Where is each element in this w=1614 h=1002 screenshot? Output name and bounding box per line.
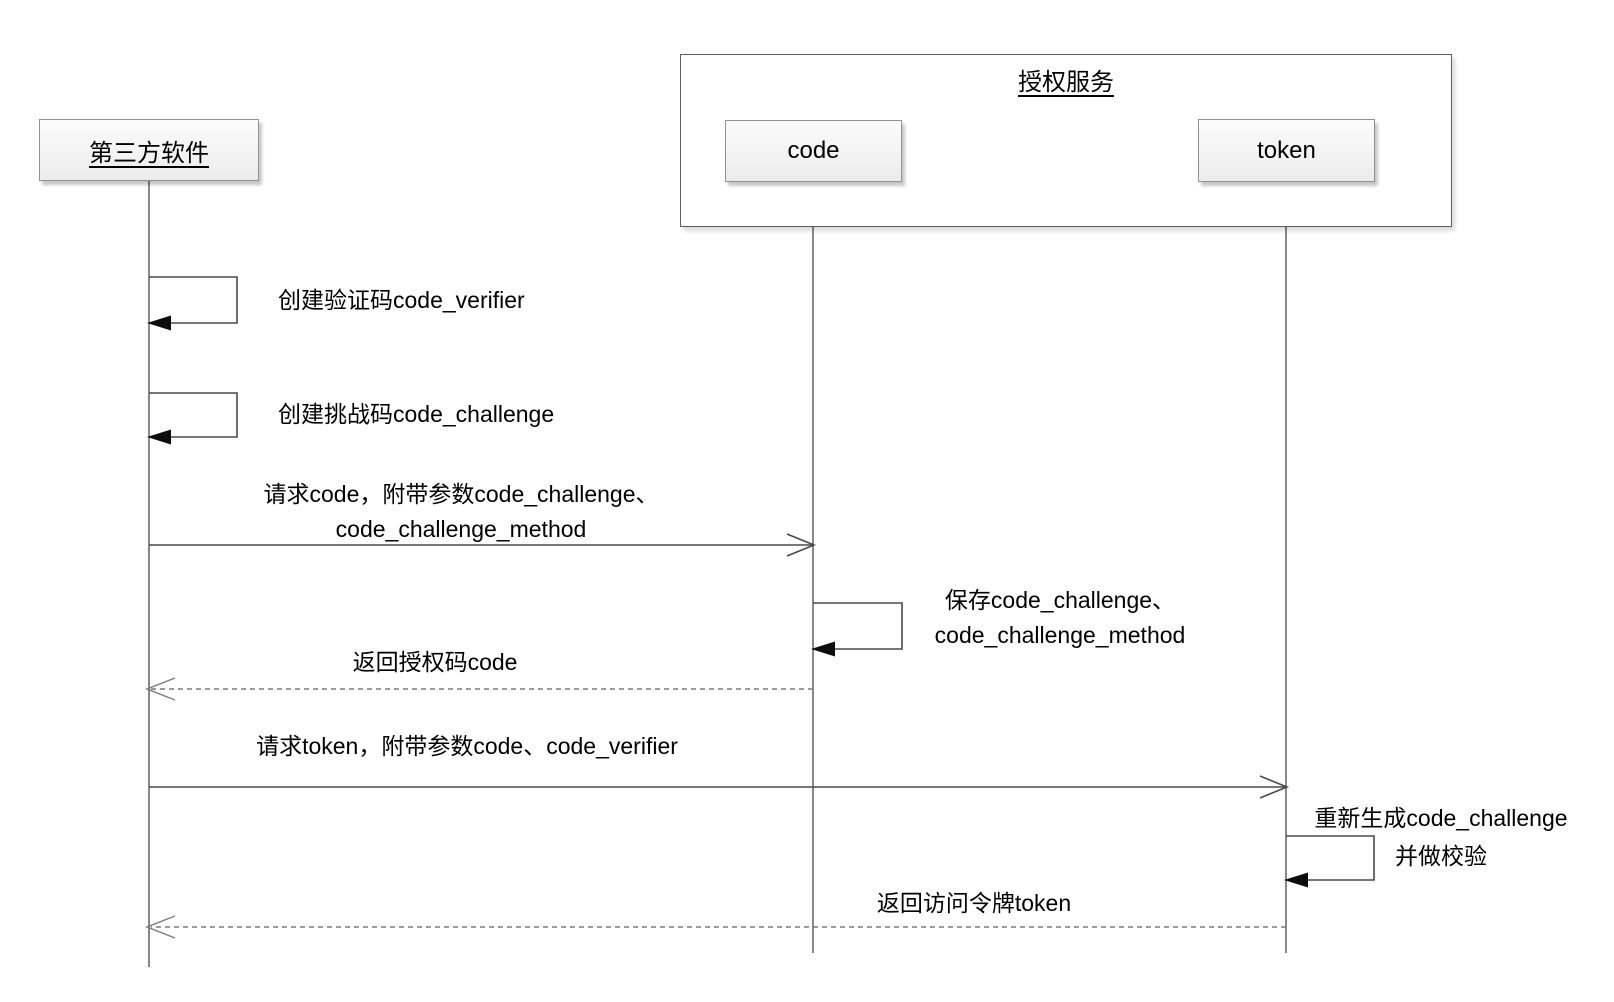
verify-challenge-arrowhead-icon	[1284, 872, 1308, 888]
message-label-verify-challenge-line2: 并做校验	[1395, 843, 1487, 869]
participant-client-box: 第三方软件	[39, 119, 259, 181]
auth-service-title: 授权服务	[1018, 69, 1114, 96]
message-label-create-verifier: 创建验证码code_verifier	[278, 287, 525, 313]
message-label-request-code: 请求code，附带参数code_challenge、 code_challeng…	[221, 477, 701, 547]
message-label-request-code-line2: code_challenge_method	[335, 516, 587, 542]
message-label-request-token: 请求token，附带参数code、code_verifier	[256, 733, 678, 759]
create-verifier-arrowhead-icon	[147, 315, 171, 331]
message-label-save-challenge-line1: 保存code_challenge、	[944, 587, 1176, 613]
message-label-verify-challenge-line1: 重新生成code_challenge	[1314, 805, 1568, 831]
message-label-verify-challenge: 重新生成code_challenge 并做校验	[1276, 799, 1606, 875]
create-challenge-loop	[149, 392, 238, 438]
message-label-request-code-line1: 请求code，附带参数code_challenge、	[263, 481, 659, 507]
participant-token-box: token	[1198, 119, 1375, 182]
save-challenge-loop	[813, 602, 903, 650]
create-verifier-loop	[149, 276, 238, 324]
message-label-save-challenge: 保存code_challenge、 code_challenge_method	[870, 583, 1250, 653]
request-code-arrowhead-icon	[786, 533, 817, 557]
verify-challenge-loop	[1286, 835, 1375, 881]
participant-token-label: token	[1257, 136, 1316, 164]
create-challenge-arrowhead-icon	[147, 429, 171, 445]
message-label-return-code: 返回授权码code	[352, 649, 518, 675]
return-code-arrowhead-icon	[145, 677, 176, 701]
message-label-create-challenge: 创建挑战码code_challenge	[278, 401, 555, 427]
return-token-arrowhead-icon	[145, 915, 176, 939]
save-challenge-arrowhead-icon	[811, 641, 835, 657]
message-label-return-token: 返回访问令牌token	[876, 890, 1072, 916]
participant-code-label: code	[787, 137, 840, 164]
request-token-arrowhead-icon	[1259, 775, 1290, 799]
participant-client-label: 第三方软件	[89, 139, 209, 167]
message-label-save-challenge-line2: code_challenge_method	[934, 622, 1186, 648]
participant-code-box: code	[725, 120, 902, 182]
